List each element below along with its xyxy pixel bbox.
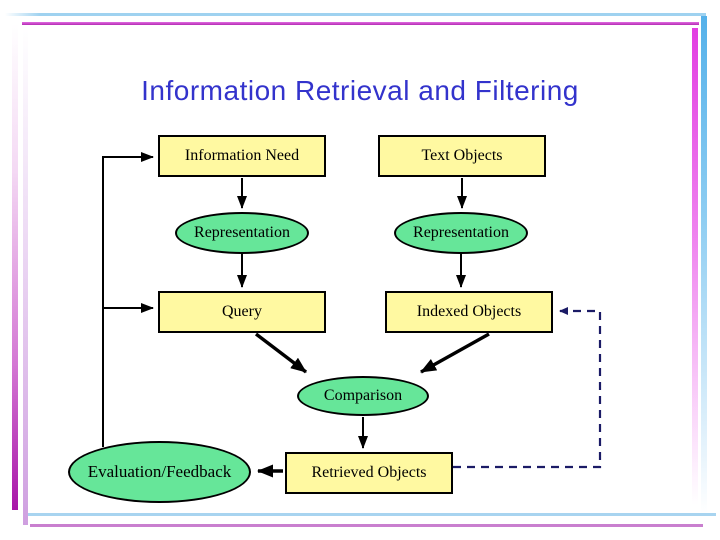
node-retrieved-objects: Retrieved Objects bbox=[285, 452, 453, 494]
feedback-loop-line-to-information-need bbox=[102, 152, 154, 447]
node-representation-right: Representation bbox=[394, 212, 528, 254]
node-text-objects-label: Text Objects bbox=[421, 147, 503, 164]
node-evaluation-feedback-label: Evaluation/Feedback bbox=[87, 462, 232, 481]
node-query: Query bbox=[158, 291, 326, 333]
node-retrieved-objects-label: Retrieved Objects bbox=[311, 464, 427, 481]
frame-left-purple-bar bbox=[12, 24, 18, 510]
frame-right-magenta-bar bbox=[692, 28, 698, 505]
node-comparison-label: Comparison bbox=[323, 387, 403, 404]
node-query-label: Query bbox=[222, 303, 262, 320]
dashed-feedback-retrieved-to-indexed-objects bbox=[453, 307, 602, 469]
frame-bottom-magenta-line bbox=[30, 524, 703, 527]
node-comparison: Comparison bbox=[297, 376, 429, 416]
node-representation-left: Representation bbox=[175, 212, 309, 254]
node-information-need-label: Information Need bbox=[184, 147, 300, 164]
frame-top-blue-line bbox=[5, 13, 706, 16]
node-information-need: Information Need bbox=[158, 135, 326, 177]
arrow-query-to-comparison bbox=[254, 332, 308, 374]
frame-right-blue-bar bbox=[701, 16, 707, 514]
node-representation-right-label: Representation bbox=[413, 224, 509, 241]
slide-title: Information Retrieval and Filtering bbox=[141, 75, 579, 106]
node-evaluation-feedback: Evaluation/Feedback bbox=[68, 441, 251, 503]
frame-top-magenta-line bbox=[22, 22, 699, 25]
frame-left-lavender-bar bbox=[23, 28, 28, 525]
node-text-objects: Text Objects bbox=[378, 135, 546, 177]
node-indexed-objects-label: Indexed Objects bbox=[416, 303, 522, 320]
node-indexed-objects: Indexed Objects bbox=[385, 291, 553, 333]
node-representation-left-label: Representation bbox=[194, 224, 290, 241]
arrow-indexed-objects-to-comparison bbox=[420, 332, 490, 374]
frame-bottom-blue-line bbox=[28, 513, 716, 516]
